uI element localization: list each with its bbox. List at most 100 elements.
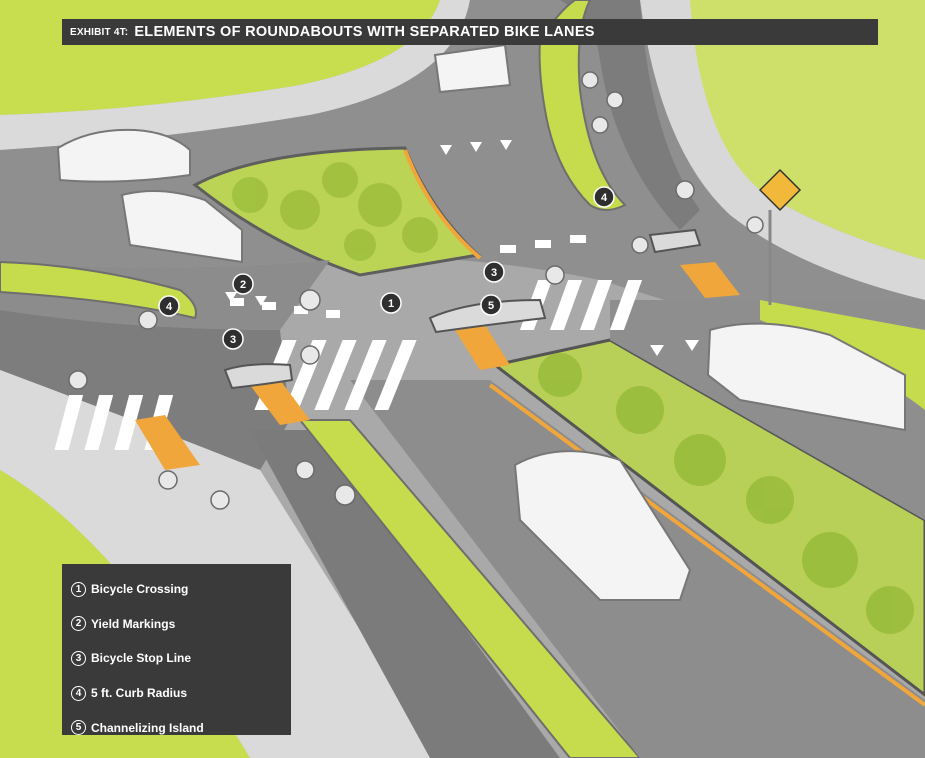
vehicles — [56, 43, 906, 601]
marker-number: 2 — [240, 279, 246, 291]
yield-triangle — [255, 296, 267, 306]
people — [68, 71, 764, 510]
yield-triangle — [470, 142, 482, 152]
median-plants — [538, 353, 914, 634]
cyclist — [606, 91, 624, 109]
marker-circle — [380, 292, 402, 314]
plant — [402, 217, 438, 253]
yield-triangle — [225, 292, 237, 302]
marker-5: 5 — [480, 294, 502, 316]
legend-box: 1 Bicycle Crossing 2 Yield Markings 3 Bi… — [62, 564, 291, 736]
yellow-edge-line — [403, 149, 482, 260]
plant — [280, 190, 320, 230]
yield-triangle — [440, 145, 452, 155]
marker-number: 5 — [488, 300, 494, 312]
warning-sign — [758, 168, 802, 212]
van-left — [120, 190, 243, 264]
crosswalk-stripe — [314, 340, 357, 410]
legend-item: 5 Channelizing Island — [71, 710, 291, 745]
legend-label: Yield Markings — [91, 616, 176, 631]
marker-4a: 4 — [158, 295, 180, 317]
grass-south-strip — [297, 419, 642, 758]
pedestrian — [68, 370, 88, 390]
pedestrian — [158, 470, 178, 490]
crosswalk-stripe — [579, 280, 613, 330]
center-line-south — [488, 383, 925, 707]
yield-triangle — [685, 340, 699, 351]
bike-lane-west — [0, 310, 290, 470]
cyclist — [138, 310, 158, 330]
marker-circle — [483, 261, 505, 283]
yield-triangle — [650, 345, 664, 356]
legend-item: 3 Bicycle Stop Line — [71, 641, 291, 676]
marker-circle — [222, 328, 244, 350]
legend-number: 3 — [71, 650, 86, 666]
plant — [358, 183, 402, 227]
dash — [262, 302, 276, 310]
pedestrian — [746, 216, 764, 234]
dash — [326, 310, 340, 318]
channelizing-island-3 — [648, 228, 702, 254]
crosswalk-stripe — [54, 395, 84, 450]
legend-number: 1 — [71, 581, 86, 597]
sidewalk-top-left — [0, 0, 470, 150]
marker-circle — [480, 294, 502, 316]
marker-3b: 3 — [483, 261, 505, 283]
plant — [802, 532, 858, 588]
bike-lane-south — [250, 430, 560, 758]
pedestrian — [631, 236, 649, 254]
crosswalk-stripe — [114, 395, 144, 450]
crosswalk-stripe — [549, 280, 583, 330]
legend-item: 2 Yield Markings — [71, 607, 291, 642]
marker-2: 2 — [232, 273, 254, 295]
marker-circle — [158, 295, 180, 317]
marker-number: 1 — [388, 298, 394, 310]
buffer-pad — [680, 262, 740, 298]
plant — [616, 386, 664, 434]
hatchback-bottom — [513, 450, 692, 601]
grass-top-right — [690, 0, 925, 260]
crosswalk-stripe — [609, 280, 643, 330]
exhibit-label: EXHIBIT 4T: — [70, 26, 129, 38]
channelizing-island-2 — [223, 363, 294, 390]
legend-number: 4 — [71, 685, 86, 701]
crosswalk-stripe — [374, 340, 417, 410]
pedestrian — [545, 265, 565, 285]
buffer-pad — [135, 415, 200, 470]
legend-label: Bicycle Crossing — [91, 582, 189, 597]
legend-label: Channelizing Island — [91, 720, 204, 735]
dash — [230, 298, 244, 306]
marker-number: 3 — [230, 334, 236, 346]
cyclist — [295, 460, 315, 480]
cyclist — [299, 289, 321, 311]
dash — [294, 306, 308, 314]
marker-number: 4 — [166, 301, 173, 313]
channelizing-island-1 — [428, 298, 547, 334]
crosswalk-stripe — [344, 340, 387, 410]
central-island-plants — [232, 162, 438, 261]
exhibit-title: ELEMENTS OF ROUNDABOUTS WITH SEPARATED B… — [134, 24, 595, 40]
plant — [674, 434, 726, 486]
grass-west-strip — [0, 260, 197, 320]
legend-item: 4 5 ft. Curb Radius — [71, 676, 291, 711]
pedestrian — [210, 490, 230, 510]
roadway-north — [0, 0, 925, 380]
cyclist — [675, 180, 695, 200]
marker-3a: 3 — [222, 328, 244, 350]
pedestrian — [300, 345, 320, 365]
bike-ped-sign — [758, 168, 802, 305]
cyclist — [591, 116, 609, 134]
marker-4b: 4 — [593, 186, 615, 208]
legend-label: Bicycle Stop Line — [91, 651, 192, 666]
minivan-right — [706, 322, 906, 432]
bike-lane-north — [560, 0, 700, 230]
crosswalk-stripe — [84, 395, 114, 450]
bike-crossing-markings — [230, 235, 586, 318]
marker-number: 3 — [491, 267, 497, 279]
suv-top — [433, 43, 512, 94]
marker-circle — [232, 273, 254, 295]
marker-1: 1 — [380, 292, 402, 314]
marker-circle — [593, 186, 615, 208]
median-planting — [491, 338, 925, 697]
yield-markings — [225, 140, 699, 356]
